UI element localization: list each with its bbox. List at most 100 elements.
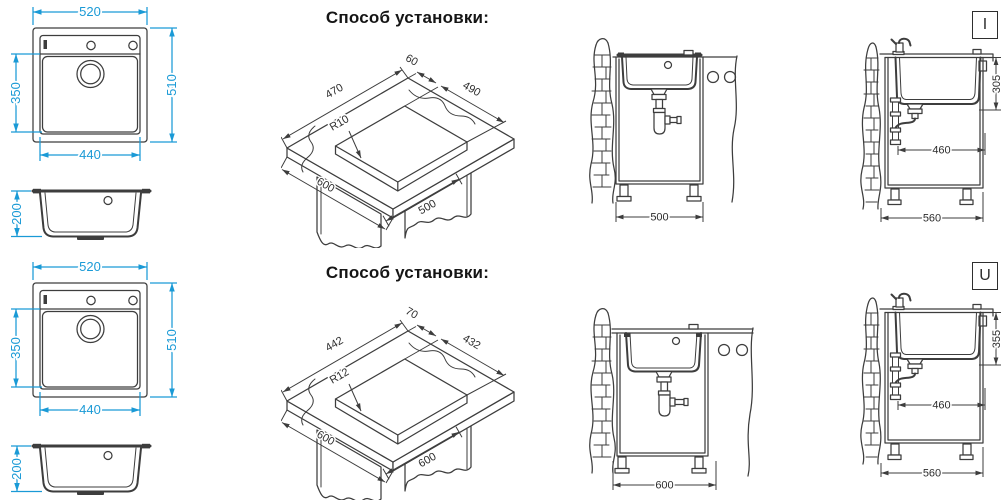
cabinet-leg (616, 184, 632, 202)
cabinet-leg (887, 188, 902, 206)
dim-cabinet-depth: 560 (923, 213, 941, 225)
dim-trap-offset: 460 (932, 400, 950, 412)
dim-overall-width: 520 (79, 4, 101, 19)
drain (76, 59, 105, 89)
installation-method-title: Способ установки: (325, 8, 490, 27)
sink-top-view-drawing-1: 520 510 350 440 (6, 2, 181, 164)
panel-hole (723, 70, 737, 84)
dim-back-offset: 70 (403, 305, 420, 322)
dim-overall-width: 520 (79, 259, 101, 274)
cabinet (615, 56, 704, 202)
sink-section (894, 56, 988, 105)
dimensions: 520 510 350 440 (6, 257, 181, 419)
dim-cutout-length: 442 (324, 335, 346, 355)
sink-side-view-drawing-2: 200 (7, 443, 152, 495)
brick-wall (589, 308, 616, 474)
dim-cabinet-depth: 560 (923, 468, 941, 480)
brick-wall (860, 42, 882, 210)
dim-cutout-width: 490 (461, 80, 483, 100)
side-section-drawing-2: 355 460 560 (860, 292, 1005, 481)
side-section-drawing-1: 305 460 560 (860, 37, 1005, 226)
dim-overall-height: 510 (164, 329, 179, 351)
faucet-hole (86, 40, 96, 51)
dim-depth: 200 (9, 203, 24, 225)
tap-hole-cover (972, 303, 982, 310)
dim-trap-offset: 460 (932, 145, 950, 157)
front-section-drawing-2: 600 (589, 308, 754, 493)
mount-type-badge: U (972, 262, 998, 290)
faucet-hole (128, 40, 138, 51)
siphon-trap (655, 370, 689, 417)
dim-sink-depth: 305 (991, 75, 1003, 93)
dim-overall-height: 510 (164, 74, 179, 96)
cabinet-leg (959, 188, 974, 206)
faucet (890, 292, 912, 311)
cabinet-leg (691, 456, 707, 474)
drain-hole (671, 336, 681, 346)
dim-cabinet-width: 600 (655, 480, 673, 492)
cabinet-leg (686, 184, 702, 202)
logo-mark (43, 295, 47, 304)
sink-inset (616, 49, 703, 90)
dimensions: 305 460 560 (880, 57, 1005, 226)
cabinet (884, 56, 984, 206)
drain-and-standpipe (889, 352, 924, 401)
panel-hole (706, 70, 720, 84)
overflow-hole (103, 450, 113, 461)
dimensions: 355 460 560 (880, 312, 1005, 481)
panel-hole (735, 343, 749, 357)
faucet-hole (128, 295, 138, 306)
tap-hole-cover (972, 48, 982, 55)
sink-top-view-drawing-2: 520 510 350 440 (6, 257, 181, 419)
cutout-isometric-drawing-2: 442 70 432 R12 600 600 (281, 304, 515, 500)
siphon-trap (650, 88, 682, 135)
cabinet-leg (614, 456, 630, 474)
installation-method-title: Способ установки: (325, 263, 490, 282)
dimensions: 200 (7, 445, 42, 493)
sink-top-view (32, 27, 148, 143)
cabinet (884, 311, 984, 461)
faucet-hole (86, 295, 96, 306)
dim-cutout-length: 470 (324, 82, 346, 102)
faucet (890, 37, 912, 56)
cabinet-leg (959, 443, 974, 461)
dim-bowl-length: 350 (8, 337, 23, 359)
front-section-drawing-1: 500 (589, 38, 738, 225)
sink-side-view-drawing-1: 200 (7, 188, 152, 240)
dim-depth: 200 (9, 458, 24, 480)
cabinet (614, 332, 709, 474)
sink-section (31, 443, 152, 495)
drain (76, 314, 105, 344)
dim-back-offset: 60 (403, 52, 420, 69)
cutout-isometric-drawing-1: 470 60 490 R10 600 500 (281, 51, 515, 248)
dimensions: 520 510 350 440 (6, 2, 181, 164)
dim-bowl-width: 440 (79, 402, 101, 417)
dim-sink-depth: 355 (991, 330, 1003, 348)
overflow-hole (103, 195, 113, 206)
worktop-and-side-panel (612, 55, 738, 203)
dim-bowl-length: 350 (8, 82, 23, 104)
dim-bowl-width: 440 (79, 147, 101, 162)
brick-wall (860, 297, 882, 465)
sink-undermount (624, 332, 702, 373)
worktop-and-side-panel (611, 323, 754, 477)
mount-type-badge: I (972, 11, 998, 39)
dimensions: 600 (612, 461, 717, 493)
panel-hole (717, 343, 731, 357)
drain-hole (663, 60, 673, 70)
drain-stub (77, 491, 104, 495)
logo-mark (43, 40, 47, 49)
tap-hole-cover (688, 323, 699, 330)
drain-stub (77, 236, 104, 240)
brick-wall (589, 38, 616, 204)
sink-top-view (32, 282, 148, 398)
cabinet-leg (887, 443, 902, 461)
dimensions: 200 (7, 190, 42, 238)
drain-and-standpipe (889, 97, 924, 146)
dimensions: 500 (615, 202, 704, 225)
dim-cutout-width: 432 (461, 333, 483, 353)
sink-section (894, 311, 988, 360)
tap-hole-cover (683, 49, 694, 56)
sink-section (31, 188, 152, 240)
